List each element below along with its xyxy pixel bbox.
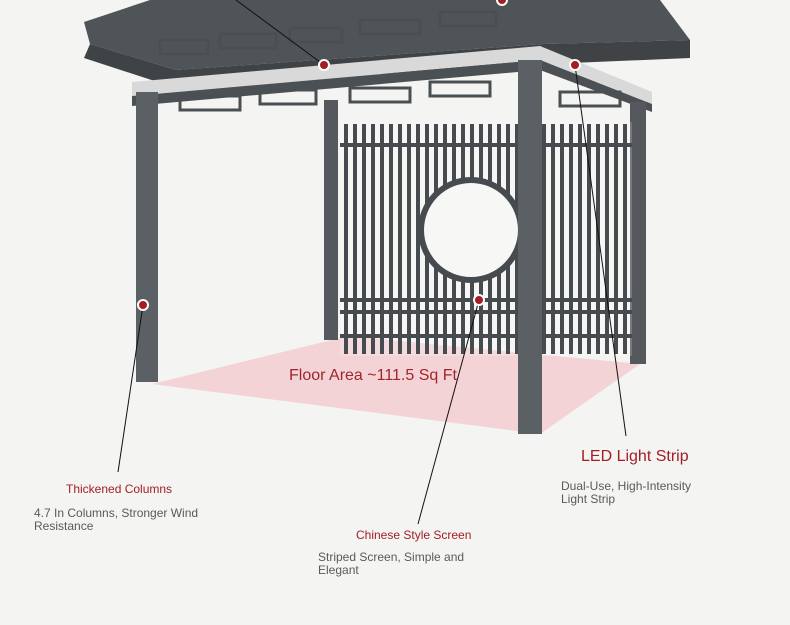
screen-callout-description: Striped Screen, Simple and Elegant [318, 550, 465, 577]
columns-callout-title: Thickened Columns [66, 482, 173, 496]
led-callout-description: Dual-Use, High-Intensity Light Strip [561, 479, 692, 506]
column-marker-dot [137, 299, 149, 311]
front-left-column [136, 92, 158, 382]
screen-callout-title: Chinese Style Screen [356, 528, 472, 542]
led-marker-dot [569, 59, 581, 71]
callout-lines [117, 0, 627, 525]
top-marker-dot [496, 0, 508, 6]
front-right-column [518, 60, 542, 434]
floor-area-label: Floor Area ~111.5 Sq Ft [289, 367, 457, 384]
screen-marker-dot [473, 294, 485, 306]
led-callout-title: LED Light Strip [581, 448, 689, 465]
back-right-column [630, 102, 646, 364]
moon-gate-circle [418, 177, 524, 283]
back-left-column [324, 100, 338, 340]
decorative-lattice [158, 10, 622, 112]
columns-callout-description: 4.7 In Columns, Stronger Wind Resistance [34, 506, 199, 533]
chinese-screen [340, 122, 632, 356]
roof-marker-dot [318, 59, 330, 71]
